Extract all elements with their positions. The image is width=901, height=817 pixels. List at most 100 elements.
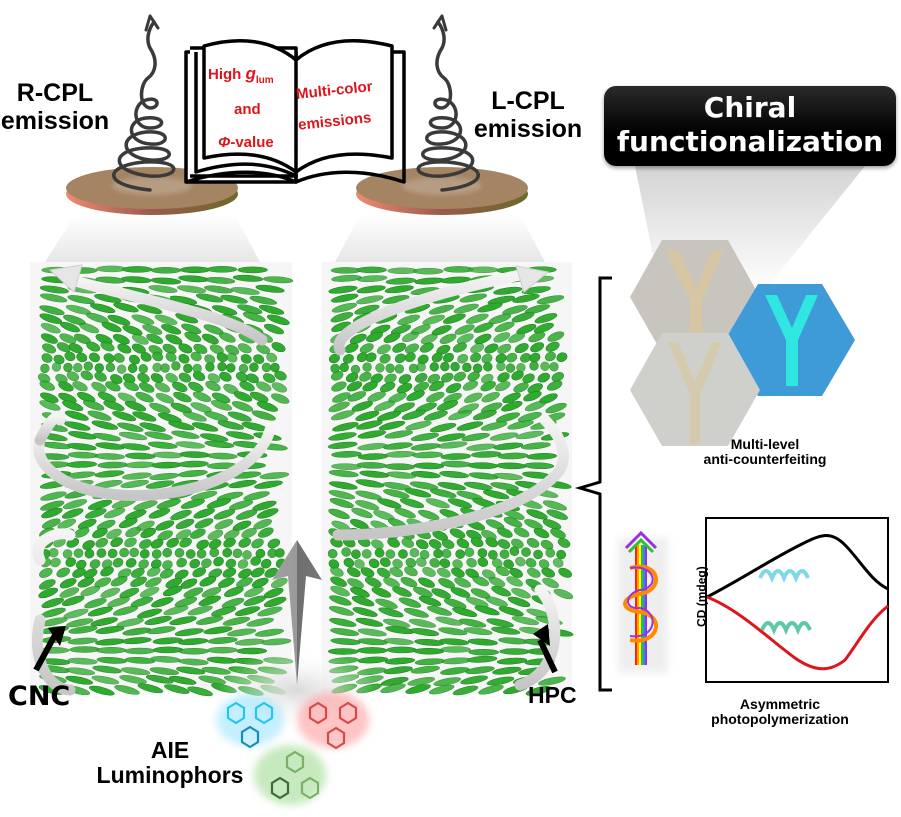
mesogen-ellipse (529, 361, 539, 371)
hpc-pointer-arrow-icon (533, 624, 558, 674)
mesogen-ellipse (133, 500, 158, 511)
mesogen-ellipse (39, 567, 53, 578)
mesogen-ellipse (168, 420, 195, 431)
mesogen-ellipse (467, 371, 480, 382)
mesogen-ellipse (492, 666, 522, 675)
mesogen-ellipse (222, 547, 233, 558)
mesogen-ellipse (38, 579, 56, 590)
mesogen-ellipse (331, 302, 358, 313)
mesogen-ellipse (86, 341, 101, 352)
mesogen-ellipse (380, 382, 396, 393)
mesogen-ellipse (84, 549, 95, 559)
mesogen-ellipse (329, 595, 352, 606)
mesogen-ellipse (527, 567, 541, 578)
mesogen-ellipse (94, 363, 104, 373)
mesogen-ellipse (101, 321, 122, 333)
mesogen-ellipse (262, 276, 294, 284)
mesogen-ellipse (251, 410, 276, 421)
mesogen-ellipse (48, 548, 59, 558)
mesogen-ellipse (243, 491, 270, 501)
mesogen-ellipse (332, 392, 351, 403)
mesogen-ellipse (230, 287, 260, 295)
cd-plot-frame (705, 517, 889, 683)
mesogen-ellipse (160, 363, 170, 373)
mesogen-ellipse (253, 354, 265, 364)
mesogen-ellipse (451, 567, 465, 578)
mesogen-ellipse (254, 628, 284, 637)
mesogen-ellipse (199, 576, 217, 587)
mesogen-ellipse (400, 576, 418, 588)
mesogen-ellipse (208, 568, 223, 579)
mesogen-ellipse (327, 549, 338, 559)
mesogen-ellipse (354, 559, 365, 569)
mesogen-ellipse (152, 637, 183, 645)
mesogen-ellipse (236, 577, 253, 588)
mesogen-ellipse (67, 657, 98, 665)
mesogen-ellipse (386, 471, 416, 479)
mesogen-ellipse (114, 685, 140, 695)
mesogen-ellipse (441, 539, 455, 549)
mesogen-ellipse (360, 567, 375, 578)
mesogen-ellipse (270, 577, 288, 589)
mesogen-ellipse (356, 420, 383, 430)
mesogen-ellipse (443, 352, 454, 363)
mesogen-ellipse (494, 321, 515, 333)
mesogen-ellipse (352, 607, 378, 617)
mesogen-ellipse (371, 587, 392, 598)
chiral-line2: functionalization (616, 125, 884, 158)
mesogen-ellipse (496, 657, 528, 665)
mesogen-ellipse (350, 364, 361, 375)
mesogen-ellipse (538, 676, 566, 686)
mesogen-ellipse (356, 266, 387, 274)
book-left-line1: High glum (208, 64, 274, 86)
mesogen-ellipse (61, 595, 85, 607)
mesogen-ellipse (192, 391, 212, 403)
mesogen-ellipse (399, 498, 425, 509)
mesogen-ellipse (189, 558, 201, 569)
mesogen-ellipse (63, 608, 89, 619)
mesogen-ellipse (525, 685, 552, 696)
mesogen-ellipse (162, 343, 177, 354)
mesogen-ellipse (174, 548, 185, 558)
mesogen-ellipse (176, 666, 206, 675)
mesogen-ellipse (507, 420, 534, 430)
mesogen-ellipse (466, 557, 477, 568)
mesogen-ellipse (62, 400, 84, 411)
mesogen-ellipse (521, 286, 551, 295)
mesogen-ellipse (361, 549, 372, 559)
mesogen-ellipse (151, 549, 162, 559)
hpc-label: HPC (528, 682, 577, 708)
mesogen-ellipse (383, 638, 414, 645)
mesogen-ellipse (62, 499, 88, 510)
mesogen-ellipse (218, 332, 236, 343)
mesogen-ellipse (183, 363, 193, 374)
mesogen-ellipse (275, 548, 285, 558)
anti-counterfeiting-line1: Multi-level (730, 436, 800, 452)
mesogen-ellipse (178, 647, 210, 655)
mesogen-ellipse (355, 490, 382, 500)
mesogen-ellipse (145, 577, 162, 588)
mesogen-ellipse (339, 362, 349, 373)
mesogen-ellipse (331, 293, 359, 303)
mesogen-ellipse (65, 618, 94, 628)
mesogen-ellipse (431, 352, 443, 363)
mesogen-ellipse (42, 343, 56, 354)
hpc-helix-arrowhead-icon (515, 265, 550, 293)
mesogen-ellipse (401, 331, 419, 343)
mesogen-ellipse (530, 342, 545, 353)
mesogen-ellipse (497, 343, 512, 354)
mesogen-ellipse (467, 638, 498, 646)
mesogen-ellipse (171, 430, 200, 439)
mesogen-ellipse (456, 333, 474, 344)
mesogen-ellipse (162, 585, 183, 597)
mesogen-ellipse (264, 567, 279, 578)
mesogen-ellipse (203, 626, 233, 635)
cd-ylabel: CD (mdeg) (694, 566, 709, 627)
mesogen-ellipse (356, 295, 384, 305)
mesogen-ellipse (541, 567, 555, 578)
mesogen-ellipse (433, 677, 462, 687)
mesogen-ellipse (524, 304, 550, 314)
mesogen-ellipse (121, 637, 152, 645)
mesogen-ellipse (526, 538, 540, 548)
mesogen-ellipse (511, 370, 524, 381)
